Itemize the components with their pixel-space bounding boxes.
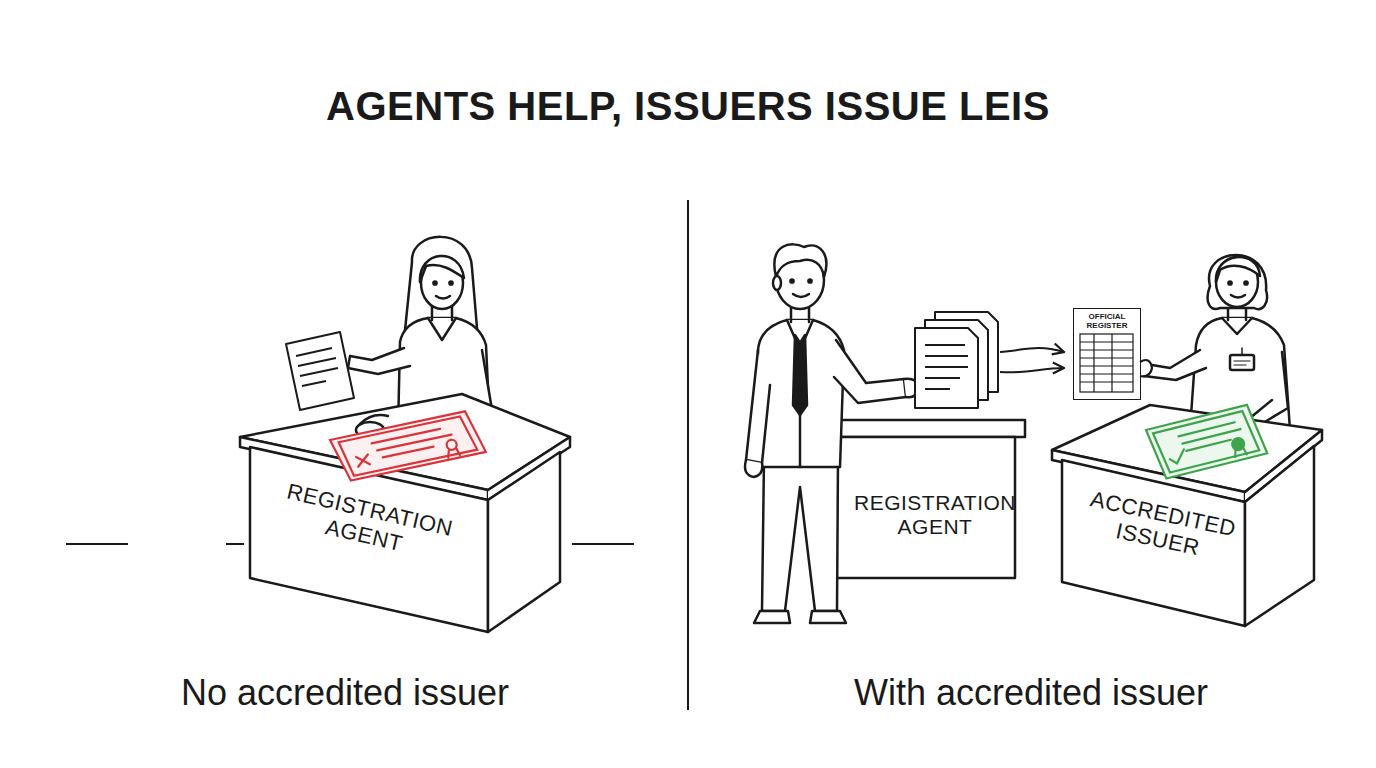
register-title: OFFICIAL REGISTER	[1076, 312, 1138, 330]
panel-caption: With accredited issuer	[706, 672, 1356, 714]
register-sheet: OFFICIAL REGISTER	[1073, 308, 1141, 400]
panel-caption: No accredited issuer	[20, 672, 670, 714]
desk-label: REGISTRATION AGENT	[846, 486, 1024, 544]
title: AGENTS HELP, ISSUERS ISSUE LEIS	[0, 84, 1376, 129]
desk-text: REGISTRATION AGENT	[850, 491, 1020, 539]
